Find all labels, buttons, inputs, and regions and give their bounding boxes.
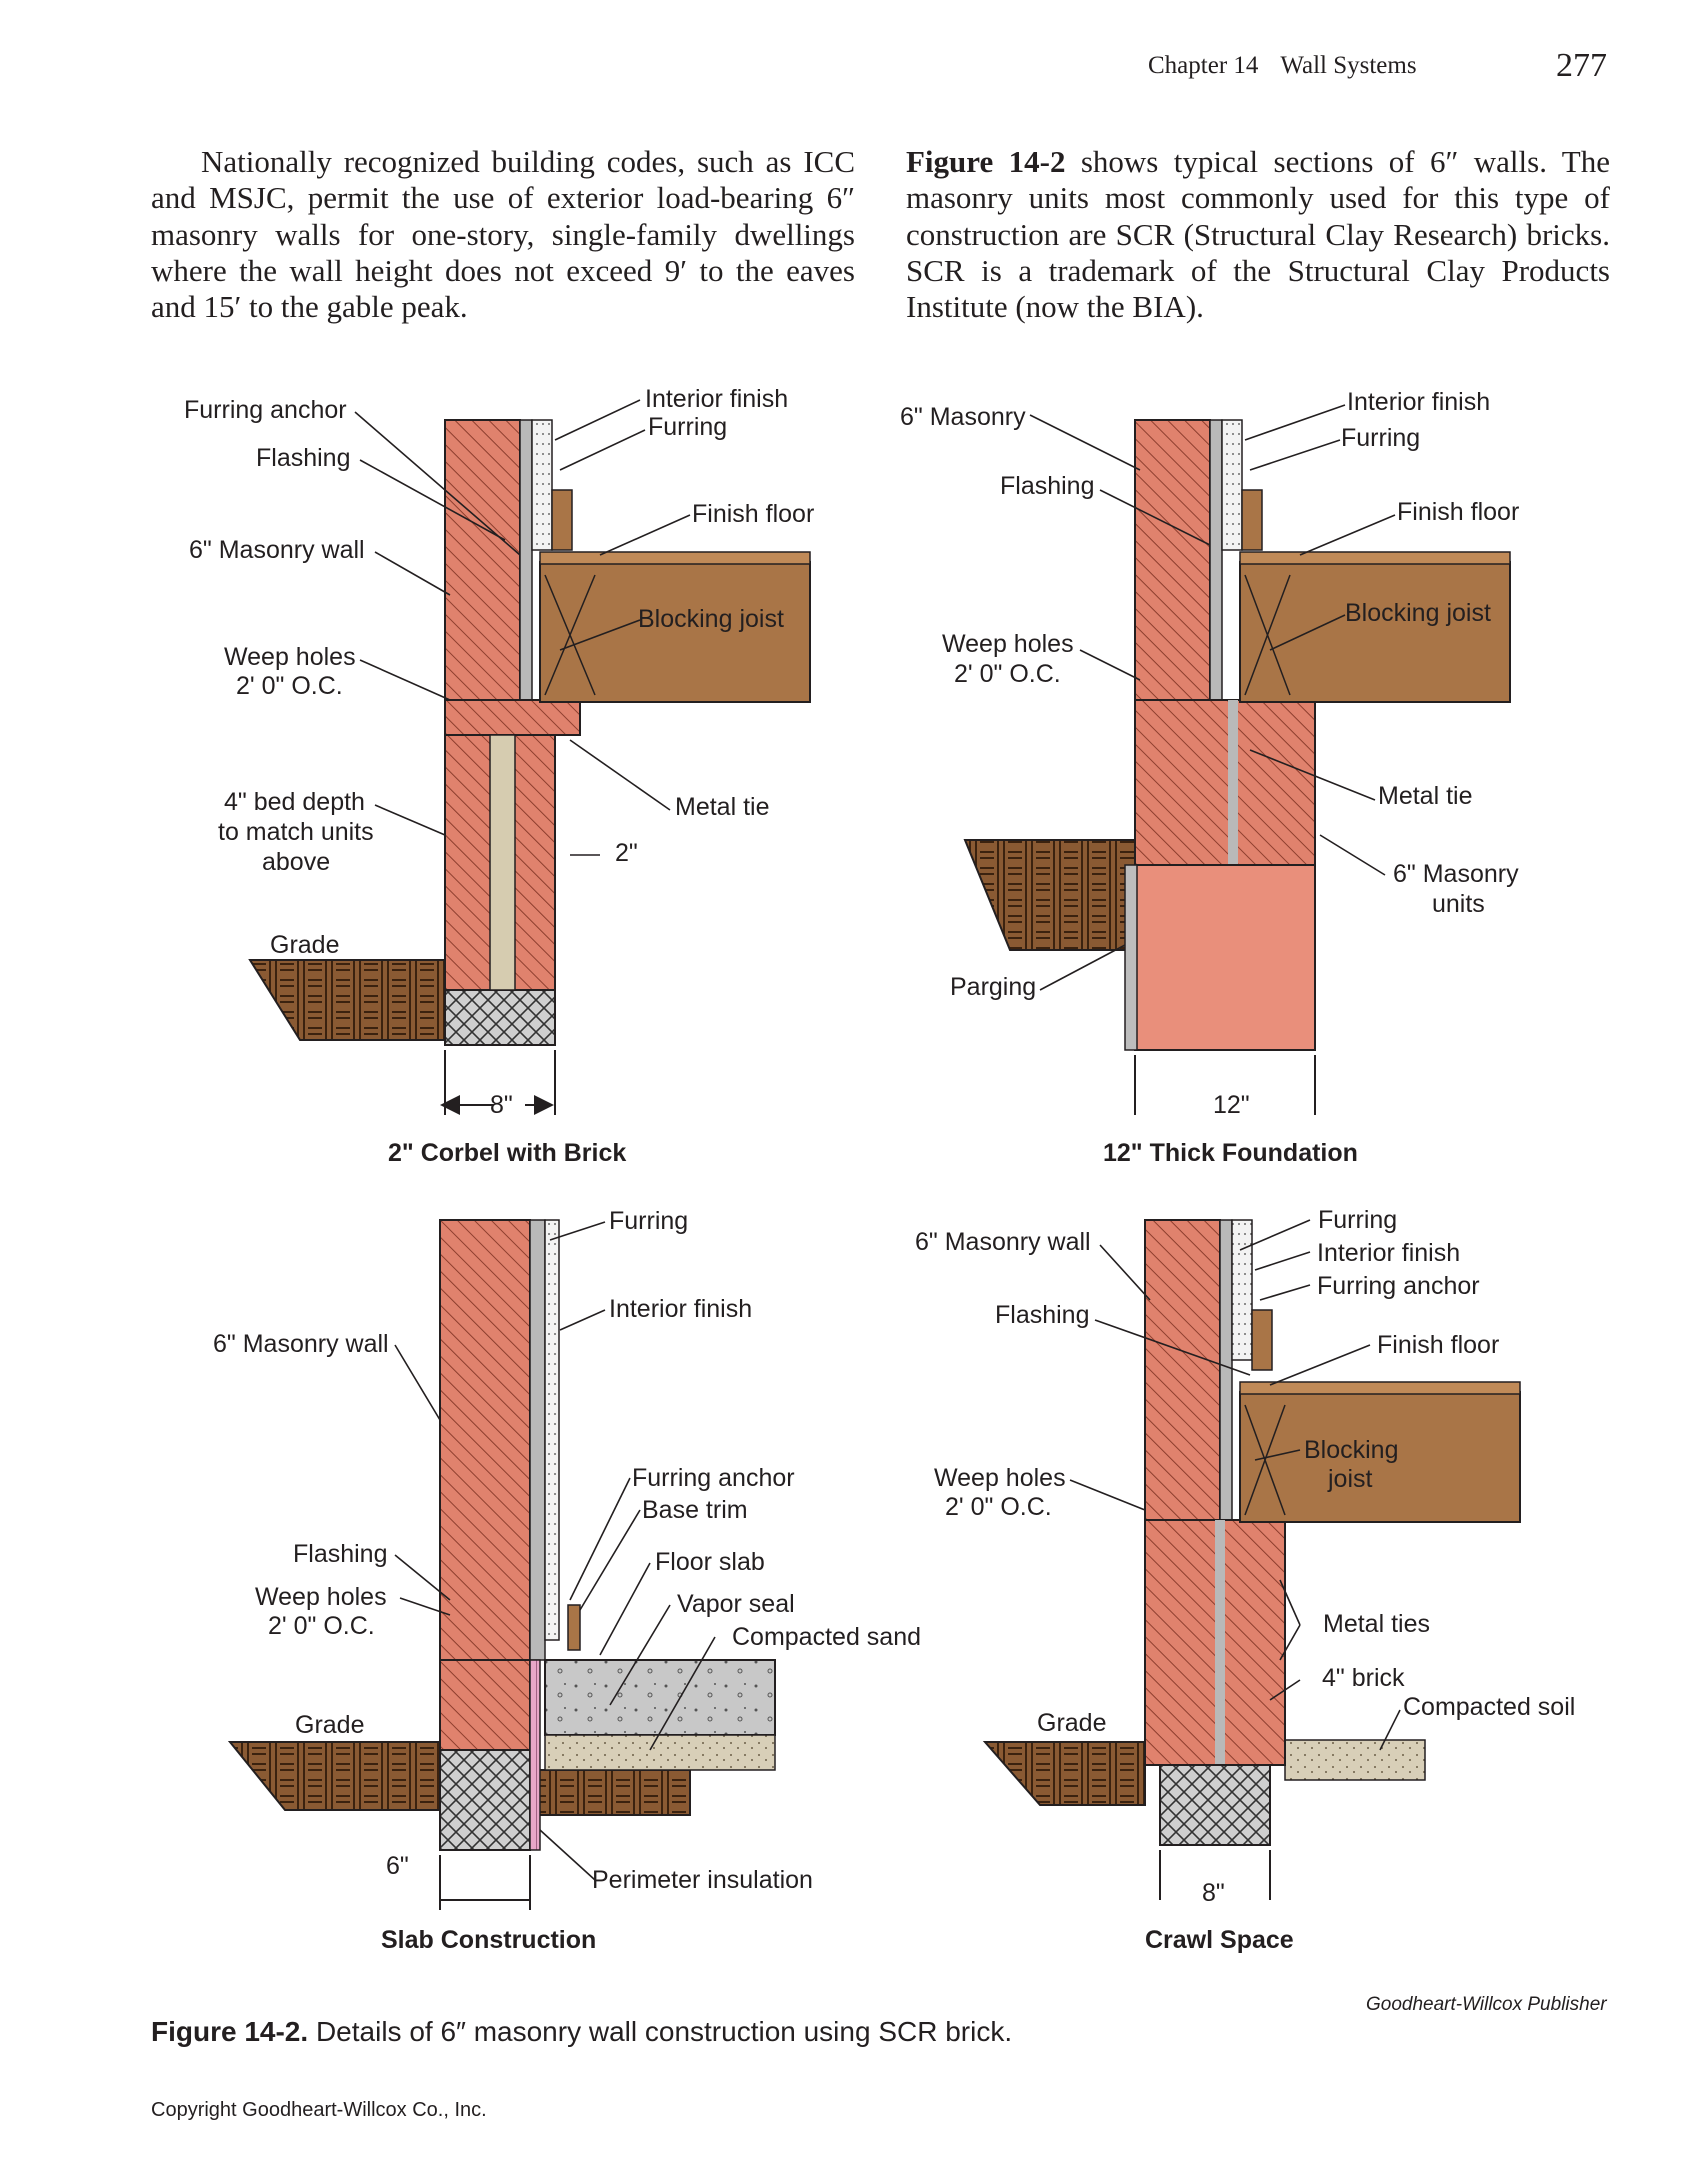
leader-lines xyxy=(354,399,1401,1881)
panel-corbel xyxy=(248,419,811,1115)
copyright: Copyright Goodheart-Willcox Co., Inc. xyxy=(151,2099,487,2121)
label-metal-tie: Metal tie xyxy=(675,793,769,821)
label-12-inch: 12" xyxy=(1213,1091,1250,1119)
label-weep-holes: Weep holes xyxy=(224,643,356,671)
label-8-inch: 8" xyxy=(490,1091,513,1119)
label-compacted-soil: Compacted soil xyxy=(1403,1693,1575,1721)
label-finish-floor: Finish floor xyxy=(692,500,814,528)
label-6-inch: 6" xyxy=(386,1852,409,1880)
label-masonry-wall: 6" Masonry wall xyxy=(189,536,365,564)
label-furring: Furring xyxy=(648,413,727,441)
label-weep-holes-oc: 2' 0" O.C. xyxy=(268,1612,375,1640)
label-masonry-units-2: units xyxy=(1432,890,1485,918)
label-metal-tie: Metal tie xyxy=(1378,782,1472,810)
label-furring: Furring xyxy=(1318,1206,1397,1234)
label-flashing: Flashing xyxy=(1000,472,1095,500)
chapter-label: Chapter 14 xyxy=(1148,52,1259,79)
panel-slab xyxy=(227,1219,776,1910)
label-blocking-joist: Blocking joist xyxy=(638,605,784,633)
label-weep-holes: Weep holes xyxy=(942,630,1074,658)
label-masonry-units: 6" Masonry xyxy=(1393,860,1519,888)
label-base-trim: Base trim xyxy=(642,1496,748,1524)
panel-title-corbel: 2" Corbel with Brick xyxy=(388,1139,626,1167)
label-weep-holes-oc: 2' 0" O.C. xyxy=(954,660,1061,688)
label-2-inch: 2" xyxy=(615,839,638,867)
body-paragraph-right-text: shows typical sections of 6″ walls. The … xyxy=(906,144,1610,325)
label-blocking-joist: Blocking joist xyxy=(1345,599,1491,627)
label-grade: Grade xyxy=(295,1711,364,1739)
label-weep-holes-oc: 2' 0" O.C. xyxy=(945,1493,1052,1521)
label-finish-floor: Finish floor xyxy=(1397,498,1519,526)
label-parging: Parging xyxy=(950,973,1036,1001)
label-flashing: Flashing xyxy=(256,444,351,472)
label-masonry-wall: 6" Masonry wall xyxy=(213,1330,389,1358)
label-weep-holes: Weep holes xyxy=(934,1464,1066,1492)
page-number: 277 xyxy=(1556,47,1607,84)
label-grade: Grade xyxy=(1037,1709,1106,1737)
label-furring: Furring xyxy=(609,1207,688,1235)
panel-title-crawl-space: Crawl Space xyxy=(1145,1926,1294,1954)
label-floor-slab: Floor slab xyxy=(655,1548,765,1576)
body-paragraph-right: Figure 14-2 shows typical sections of 6″… xyxy=(906,144,1610,325)
section-label: Wall Systems xyxy=(1280,52,1417,79)
figure-reference: Figure 14-2 xyxy=(906,144,1066,179)
label-interior-finish: Interior finish xyxy=(1317,1239,1460,1267)
label-bed-depth-3: above xyxy=(262,848,330,876)
label-blocking: Blocking xyxy=(1304,1436,1399,1464)
label-bed-depth: 4" bed depth xyxy=(224,788,365,816)
label-interior-finish: Interior finish xyxy=(1347,388,1490,416)
panel-title-foundation: 12" Thick Foundation xyxy=(1103,1139,1358,1167)
label-4in-brick: 4" brick xyxy=(1322,1664,1405,1692)
label-flashing: Flashing xyxy=(293,1540,388,1568)
label-finish-floor: Finish floor xyxy=(1377,1331,1499,1359)
label-8-inch: 8" xyxy=(1202,1879,1225,1907)
panel-foundation xyxy=(963,419,1511,1115)
label-metal-ties: Metal ties xyxy=(1323,1610,1430,1638)
label-compacted-sand: Compacted sand xyxy=(732,1623,921,1651)
label-masonry-wall: 6" Masonry wall xyxy=(915,1228,1091,1256)
running-head: Chapter 14 Wall Systems xyxy=(1148,52,1417,80)
body-paragraph-left: Nationally recognized building codes, su… xyxy=(151,144,855,325)
label-6in-masonry: 6" Masonry xyxy=(900,403,1026,431)
label-furring-anchor: Furring anchor xyxy=(184,396,347,424)
caption-text: Details of 6″ masonry wall construction … xyxy=(308,2016,1013,2047)
figure-caption: Figure 14-2. Details of 6″ masonry wall … xyxy=(151,2016,1012,2048)
panel-title-slab: Slab Construction xyxy=(381,1926,596,1954)
label-weep-holes-oc: 2' 0" O.C. xyxy=(236,672,343,700)
label-grade: Grade xyxy=(270,931,339,959)
caption-label: Figure 14-2. xyxy=(151,2016,309,2047)
label-interior-finish: Interior finish xyxy=(609,1295,752,1323)
label-perimeter-insulation: Perimeter insulation xyxy=(592,1866,813,1894)
label-joist: joist xyxy=(1327,1465,1373,1493)
label-furring-anchor: Furring anchor xyxy=(1317,1272,1480,1300)
label-vapor-seal: Vapor seal xyxy=(677,1590,795,1618)
label-interior-finish: Interior finish xyxy=(645,385,788,413)
label-flashing: Flashing xyxy=(995,1301,1090,1329)
label-furring-anchor: Furring anchor xyxy=(632,1464,795,1492)
publisher-credit: Goodheart-Willcox Publisher xyxy=(1366,1994,1607,2015)
panel-crawl-space xyxy=(982,1219,1521,1900)
label-furring: Furring xyxy=(1341,424,1420,452)
label-bed-depth-2: to match units xyxy=(218,818,374,846)
label-weep-holes: Weep holes xyxy=(255,1583,387,1611)
